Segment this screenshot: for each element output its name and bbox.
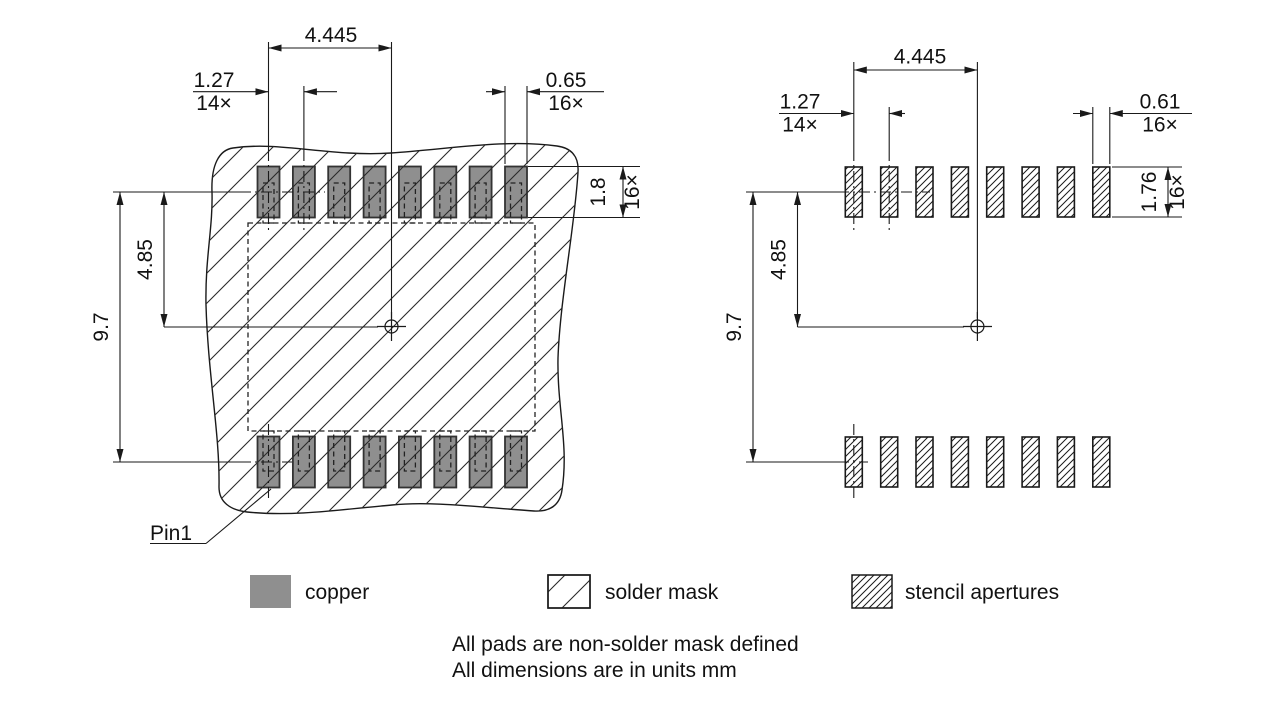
dim-left-pitch-count: 14×	[196, 92, 232, 115]
dim-right-span-value: 4.445	[894, 46, 947, 69]
dim-left-overall: 9.7	[90, 191, 325, 463]
stencil-aperture-bottom-5	[985, 436, 1005, 488]
dim-left-pitch-value: 1.27	[194, 69, 235, 92]
pin1-label: Pin1	[150, 522, 192, 545]
dim-left-pad-width-value: 0.65	[546, 69, 587, 92]
stencil-aperture-bottom-8	[1092, 436, 1111, 488]
dim-right-aperture-height-value: 1.76	[1138, 172, 1161, 213]
dim-right-aperture-width: 0.61 16×	[1073, 91, 1192, 164]
stencil-aperture-bottom-4	[950, 436, 970, 488]
stencil-aperture-view: 4.445 1.27 14× 0.61 16× 1.76 16×	[723, 46, 1192, 500]
notes: All pads are non-solder mask defined All…	[452, 633, 799, 682]
legend-stencil-swatch	[851, 574, 893, 609]
stencil-apertures-top-row	[844, 166, 1111, 218]
stencil-aperture-top-7	[1056, 166, 1076, 218]
dim-right-aperture-width-count: 16×	[1142, 114, 1178, 137]
copper-solder-mask-view: 4.445 1.27 14× 0.65 16× 1.8 16×	[90, 24, 644, 545]
stencil-aperture-bottom-6	[1021, 436, 1040, 488]
dim-right-aperture-width-value: 0.61	[1140, 91, 1181, 114]
dim-left-row-offset: 4.85	[134, 192, 378, 328]
dim-left-span: 4.445	[267, 24, 393, 318]
dim-left-pitch: 1.27 14×	[193, 69, 337, 232]
stencil-aperture-top-6	[1021, 166, 1040, 218]
stencil-aperture-top-8	[1092, 166, 1111, 218]
legend-copper-swatch	[250, 575, 291, 608]
dim-right-overall-value: 9.7	[723, 312, 746, 341]
dim-right-pitch: 1.27 14×	[779, 91, 905, 232]
stencil-aperture-bottom-7	[1056, 436, 1076, 488]
legend-copper-label: copper	[305, 581, 369, 604]
stencil-aperture-top-4	[950, 166, 970, 218]
stencil-aperture-bottom-3	[915, 436, 934, 488]
dim-right-pitch-count: 14×	[782, 114, 818, 137]
dim-left-span-value: 4.445	[305, 24, 358, 47]
pin1-callout: Pin1	[150, 424, 272, 545]
dim-left-pad-height-value: 1.8	[587, 177, 610, 206]
dim-right-aperture-height-count: 16×	[1166, 174, 1189, 210]
legend-stencil-label: stencil apertures	[905, 581, 1059, 604]
note-line-2: All dimensions are in units mm	[452, 659, 737, 682]
dim-right-row-offset-value: 4.85	[768, 239, 791, 280]
note-line-1: All pads are non-solder mask defined	[452, 633, 799, 656]
stencil-aperture-top-5	[985, 166, 1005, 218]
dim-left-pad-width: 0.65 16×	[486, 69, 604, 164]
dim-right-span: 4.445	[853, 46, 978, 318]
legend-solder-mask-swatch-hatch	[547, 574, 591, 609]
dim-left-pad-height: 1.8 16×	[528, 165, 644, 219]
dim-left-pad-height-count: 16×	[621, 174, 644, 210]
stencil-apertures-bottom-row	[844, 436, 1111, 488]
dim-right-row-offset: 4.85	[768, 192, 964, 328]
dim-right-aperture-height: 1.76 16×	[1112, 166, 1189, 218]
legend-solder-mask-label: solder mask	[605, 581, 719, 604]
dim-left-pad-width-count: 16×	[548, 92, 584, 115]
dim-left-overall-value: 9.7	[90, 312, 113, 341]
dim-left-row-offset-value: 4.85	[134, 239, 157, 280]
dim-right-overall: 9.7	[723, 191, 930, 463]
stencil-aperture-bottom-2	[879, 436, 899, 488]
dim-right-pitch-value: 1.27	[780, 91, 821, 114]
legend: copper solder mask stencil apertures	[250, 574, 1059, 609]
